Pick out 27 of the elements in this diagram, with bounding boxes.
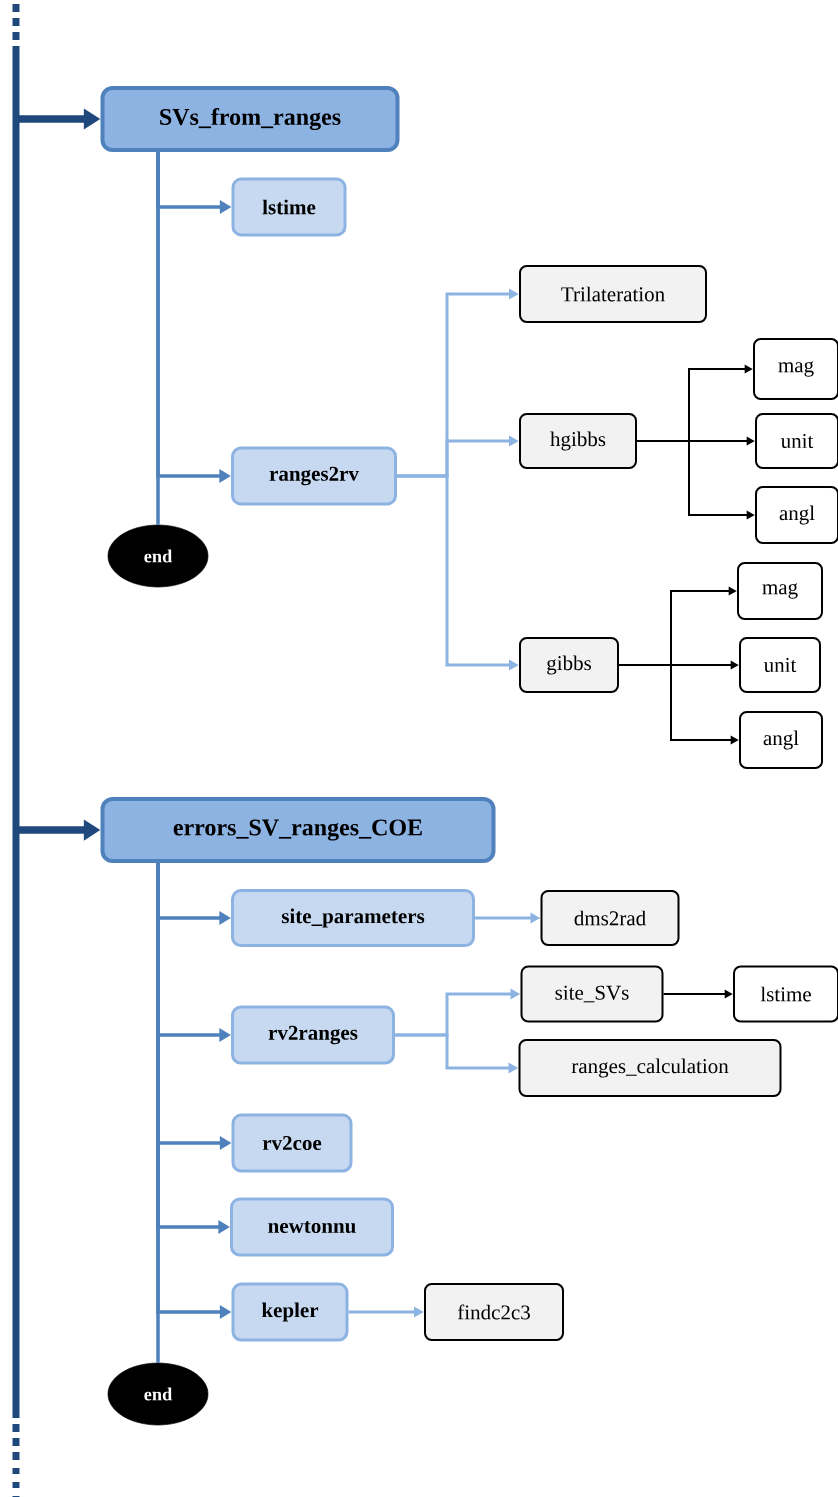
process-box: site_SVs bbox=[520, 965, 664, 1023]
process-box: rv2coe bbox=[231, 1113, 353, 1173]
process-box: site_parameters bbox=[231, 889, 475, 947]
process-box: rv2ranges bbox=[231, 1005, 395, 1065]
process-box: unit bbox=[739, 637, 821, 693]
process-box: ranges_calculation bbox=[518, 1039, 782, 1097]
connector-line bbox=[156, 863, 160, 1363]
process-box: angl bbox=[739, 711, 823, 769]
process-box: SVs_from_ranges bbox=[100, 86, 400, 152]
connector-line bbox=[156, 152, 160, 525]
process-box: unit bbox=[755, 413, 838, 469]
end-oval: end bbox=[107, 1362, 209, 1426]
process-box: gibbs bbox=[519, 637, 619, 693]
process-box: lstime bbox=[733, 965, 838, 1023]
process-box: mag bbox=[737, 562, 823, 620]
end-oval: end bbox=[107, 524, 209, 588]
process-box: angl bbox=[755, 486, 838, 544]
process-box: Trilateration bbox=[519, 265, 707, 323]
process-box: dms2rad bbox=[540, 890, 680, 946]
process-box: findc2c3 bbox=[424, 1283, 564, 1341]
process-box: ranges2rv bbox=[231, 446, 397, 506]
process-box: kepler bbox=[231, 1282, 349, 1342]
process-box: errors_SV_ranges_COE bbox=[100, 797, 496, 863]
process-box: lstime bbox=[231, 177, 347, 237]
process-box: mag bbox=[753, 338, 838, 400]
process-box: newtonnu bbox=[230, 1197, 394, 1257]
process-box: hgibbs bbox=[519, 413, 637, 469]
